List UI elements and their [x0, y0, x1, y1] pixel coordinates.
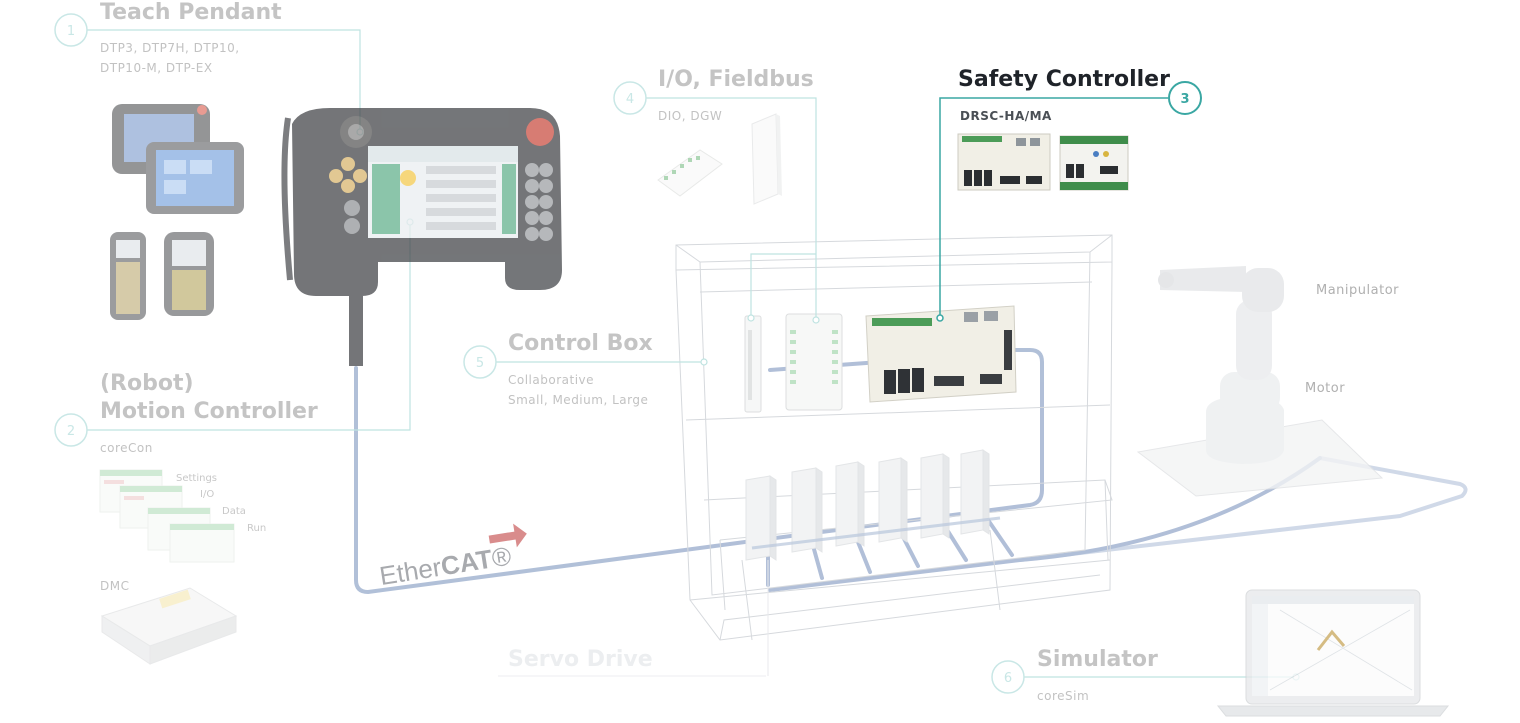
teach-pendant-models-line-2: DTP10-M, DTP-EX: [100, 61, 213, 75]
control-box-frame: [675, 234, 1113, 676]
badge-4[interactable]: 4: [613, 81, 647, 115]
badge-2[interactable]: 2: [54, 413, 88, 447]
servo-cable-overlay: [751, 516, 1001, 550]
corecon-screen-label-3: Data: [222, 506, 246, 517]
svg-text:1: 1: [67, 24, 75, 39]
motion-controller-title-line-1: (Robot): [100, 371, 194, 396]
simulator-title: Simulator: [1037, 647, 1158, 672]
io-modules-in-box: [744, 313, 843, 413]
teach-pendant-large: [281, 108, 562, 366]
control-box-title: Control Box: [508, 331, 653, 356]
motion-controller-subtitle: coreCon: [100, 441, 153, 455]
leader-dot-active: [936, 314, 944, 322]
control-box-subtitle-line-2: Small, Medium, Large: [508, 393, 648, 407]
ethercat-cable: [354, 348, 1468, 594]
io-fieldbus-title: I/O, Fieldbus: [658, 67, 814, 92]
svg-text:2: 2: [67, 424, 75, 439]
corecon-screens: [99, 469, 235, 563]
dmc-label: DMC: [100, 579, 129, 593]
corecon-screen-label-1: Settings: [176, 473, 217, 484]
svg-text:6: 6: [1004, 671, 1012, 686]
control-box-subtitle-line-1: Collaborative: [508, 373, 594, 387]
safety-controller-title[interactable]: Safety Controller: [958, 67, 1170, 92]
io-fieldbus-subtitle: DIO, DGW: [658, 109, 722, 123]
svg-text:5: 5: [476, 356, 484, 371]
robot-manipulator: [1136, 266, 1384, 497]
corecon-screen-label-2: I/O: [200, 489, 214, 500]
safety-controller-thumbnails: [957, 133, 1129, 191]
safety-controller-subtitle: DRSC-HA/MA: [960, 109, 1052, 123]
leader-line-active: [939, 97, 1168, 316]
badge-1[interactable]: 1: [54, 13, 88, 47]
simulator-laptop: [1216, 589, 1450, 717]
teach-pendant-models-line-1: DTP3, DTP7H, DTP10,: [100, 41, 240, 55]
badge-5[interactable]: 5: [463, 345, 497, 379]
simulator-subtitle: coreSim: [1037, 689, 1089, 703]
servo-drive-modules: [745, 449, 990, 561]
manipulator-label: Manipulator: [1316, 283, 1399, 298]
motor-label: Motor: [1305, 381, 1345, 396]
svg-text:4: 4: [626, 92, 634, 107]
io-thumbnails: [657, 113, 782, 205]
badge-3[interactable]: 3: [1168, 81, 1202, 115]
motion-controller-title-line-2: Motion Controller: [100, 399, 318, 424]
servo-drive-title: Servo Drive: [508, 647, 653, 672]
teach-pendant-title: Teach Pendant: [100, 0, 282, 25]
dmc-device: [100, 587, 238, 665]
badge-6[interactable]: 6: [991, 660, 1025, 694]
pendant-thumbnails: [110, 104, 244, 320]
safety-controller-board: [865, 305, 1017, 403]
svg-text:3: 3: [1180, 92, 1189, 107]
corecon-screen-label-4: Run: [247, 523, 266, 534]
leader-lines: [86, 29, 1296, 678]
